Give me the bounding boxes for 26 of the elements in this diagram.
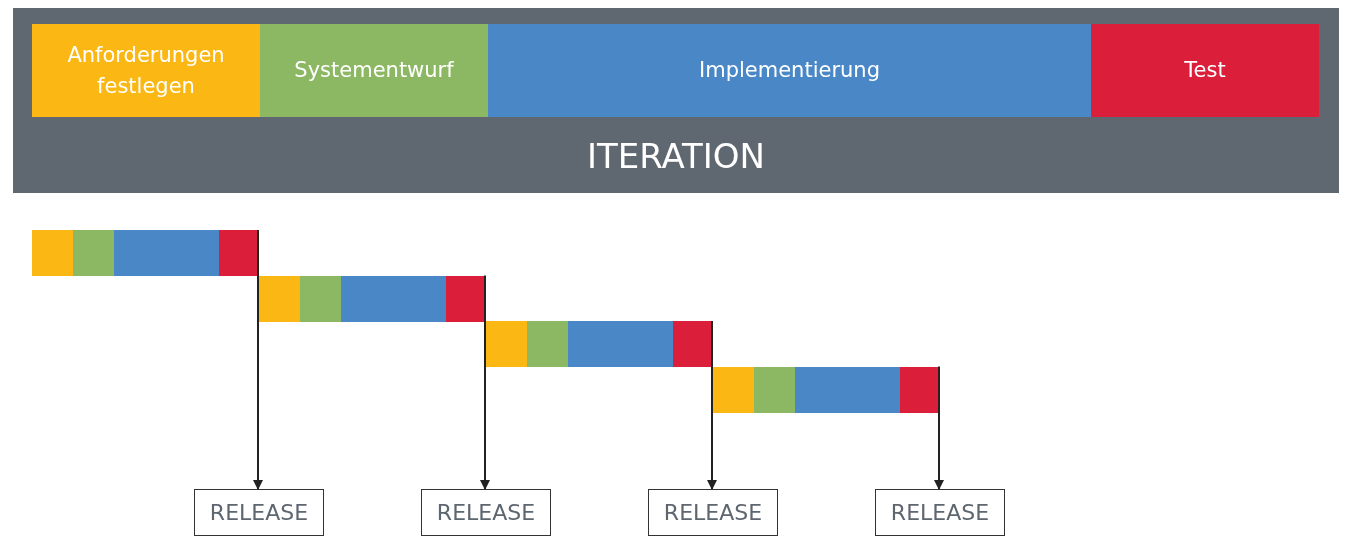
release-label: RELEASE [890,500,990,525]
phase-block [1091,24,1319,117]
release-label: RELEASE [209,500,309,525]
phase-label: Systementwurf [293,57,455,84]
release-label: RELEASE [436,500,536,525]
arrow [480,274,490,490]
arrow [934,365,944,490]
iteration-bar [713,366,940,413]
iteration-bar [32,230,259,276]
release-box [875,489,1005,536]
phase-label: Anforderungen festlegen [66,41,226,100]
phase-label: Implementierung [698,57,881,84]
arrow [707,320,717,490]
iteration-panel [13,8,1339,193]
release-box [421,489,551,536]
phase-block [488,24,1091,117]
iteration-bar [486,321,713,367]
release-box [194,489,324,536]
arrow [253,229,263,490]
phase-block [32,24,260,117]
phase-label: Test [1183,57,1227,84]
iteration-title: ITERATION [585,136,767,176]
release-label: RELEASE [663,500,763,525]
release-box [648,489,778,536]
phase-block [260,24,488,117]
iteration-bar [259,275,486,322]
